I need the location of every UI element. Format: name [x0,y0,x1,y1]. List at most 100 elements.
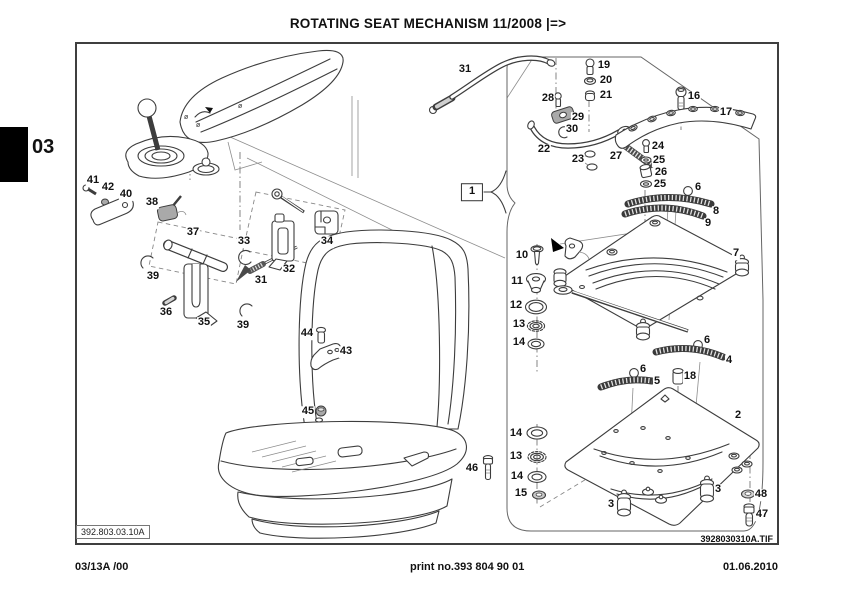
part-callout-12: 12 [508,299,524,312]
part-7-upper-plate [559,214,750,341]
part-12-ring [524,299,548,315]
diameter-symbol: ø [196,122,201,129]
chapter-number: 03 [32,136,55,158]
part-callout-32: 32 [281,263,297,276]
footer-doc-code: 03/13A /00 [75,561,129,573]
part-callout-25: 25 [652,178,668,191]
part-callout-6: 6 [702,334,712,347]
part-43-bracket [310,343,343,371]
part-14-washer-c [527,471,547,483]
footer-date: 01.06.2010 [722,561,778,573]
part-35-bracket [183,263,218,327]
part-callout-38: 38 [144,196,160,209]
part-31-cable [428,55,556,115]
part-callout-48: 48 [753,488,769,501]
part-callout-4: 4 [724,354,734,367]
part-callout-36: 36 [158,306,174,319]
part-callout-44: 44 [299,327,315,340]
part-callout-22: 22 [536,143,552,156]
part-callout-47: 47 [754,508,770,521]
part-5-friction-strip [597,376,656,391]
part-8-friction-strip [624,194,715,208]
part-callout-2: 2 [733,409,743,422]
part-13-toothed-washer-a [526,320,546,332]
part-callout-9: 9 [703,217,713,230]
part-37-shaft [163,239,228,272]
part-callout-20: 20 [598,74,614,87]
chapter-tab-marker [0,127,28,182]
part-callout-6: 6 [638,363,648,376]
part-39-circlip-a [140,255,154,269]
part-callout-41: 41 [85,174,101,187]
part-32-plate [268,188,305,271]
part-callout-15: 15 [513,487,529,500]
part-30-clip [558,126,568,139]
part-39-circlip-b [239,303,253,317]
tif-filename: 3928030310A.TIF [700,534,773,544]
part-29-block [551,106,575,124]
part-callout-35: 35 [196,316,212,329]
part-3-foot-a [616,489,632,517]
part-callout-39: 39 [235,319,251,332]
part-callout-46: 46 [464,462,480,475]
part-callout-3: 3 [713,483,723,496]
seat-illustration [217,229,470,539]
part-26-bushing [639,163,653,179]
part-callout-27: 27 [608,150,624,163]
part-callout-21: 21 [598,89,614,102]
part-callout-6: 6 [693,181,703,194]
part-25-washer-b [639,180,653,188]
part-callout-29: 29 [570,111,586,124]
footer-print-no: print no.393 804 90 01 [410,561,525,573]
page-title: ROTATING SEAT MECHANISM 11/2008 |=> [289,16,567,31]
part-9-friction-strip [621,204,707,220]
part-38-knob [156,195,187,222]
part-28-bolt [554,92,562,108]
part-16-bolt [675,86,687,111]
pivot-assembly [551,237,689,333]
part-24-bolt [642,139,650,154]
part-callout-34: 34 [319,235,335,248]
part-34-clamp [314,210,339,235]
part-callout-45: 45 [300,405,316,418]
part-callout-17: 17 [718,106,734,119]
part-callout-33: 33 [236,235,252,248]
part-4-friction-strip [652,345,727,361]
part-callout-14: 14 [511,336,527,349]
part-callout-25: 25 [651,154,667,167]
part-19-bolt [585,58,595,76]
part-callout-42: 42 [100,181,116,194]
part-callout-30: 30 [564,123,580,136]
part-25-washer-a [640,156,652,164]
part-callout-31: 31 [253,274,269,287]
part-callout-19: 19 [596,59,612,72]
pointer-arrow-icon [551,238,564,252]
diameter-symbol: ø [184,114,189,121]
part-callout-3: 3 [606,498,616,511]
part-callout-10: 10 [514,249,530,262]
joystick-knob [137,98,157,118]
part-11-cone-washer [525,273,547,294]
sheet-code-label: 392.803.03.10A [76,525,150,539]
part-callout-24: 24 [650,140,666,153]
part-40-handle [90,196,134,226]
part-36-pin [162,295,177,306]
part-callout-37: 37 [185,226,201,239]
part-callout-5: 5 [652,375,662,388]
part-callout-14: 14 [508,427,524,440]
part-15-washer [531,490,547,500]
part-14-washer-a [527,338,545,350]
part-20-washer [583,77,597,85]
part-13-toothed-washer-b [527,451,547,463]
part-callout-43: 43 [338,345,354,358]
part-callout-14: 14 [509,470,525,483]
part-callout-18: 18 [682,370,698,383]
part-callout-1: 1 [460,183,484,201]
part-47-bolt [743,503,755,527]
part-callout-23: 23 [570,153,586,166]
diameter-symbol: ø [238,103,243,110]
part-46-bolt [482,455,494,481]
part-23-rings [583,150,598,171]
